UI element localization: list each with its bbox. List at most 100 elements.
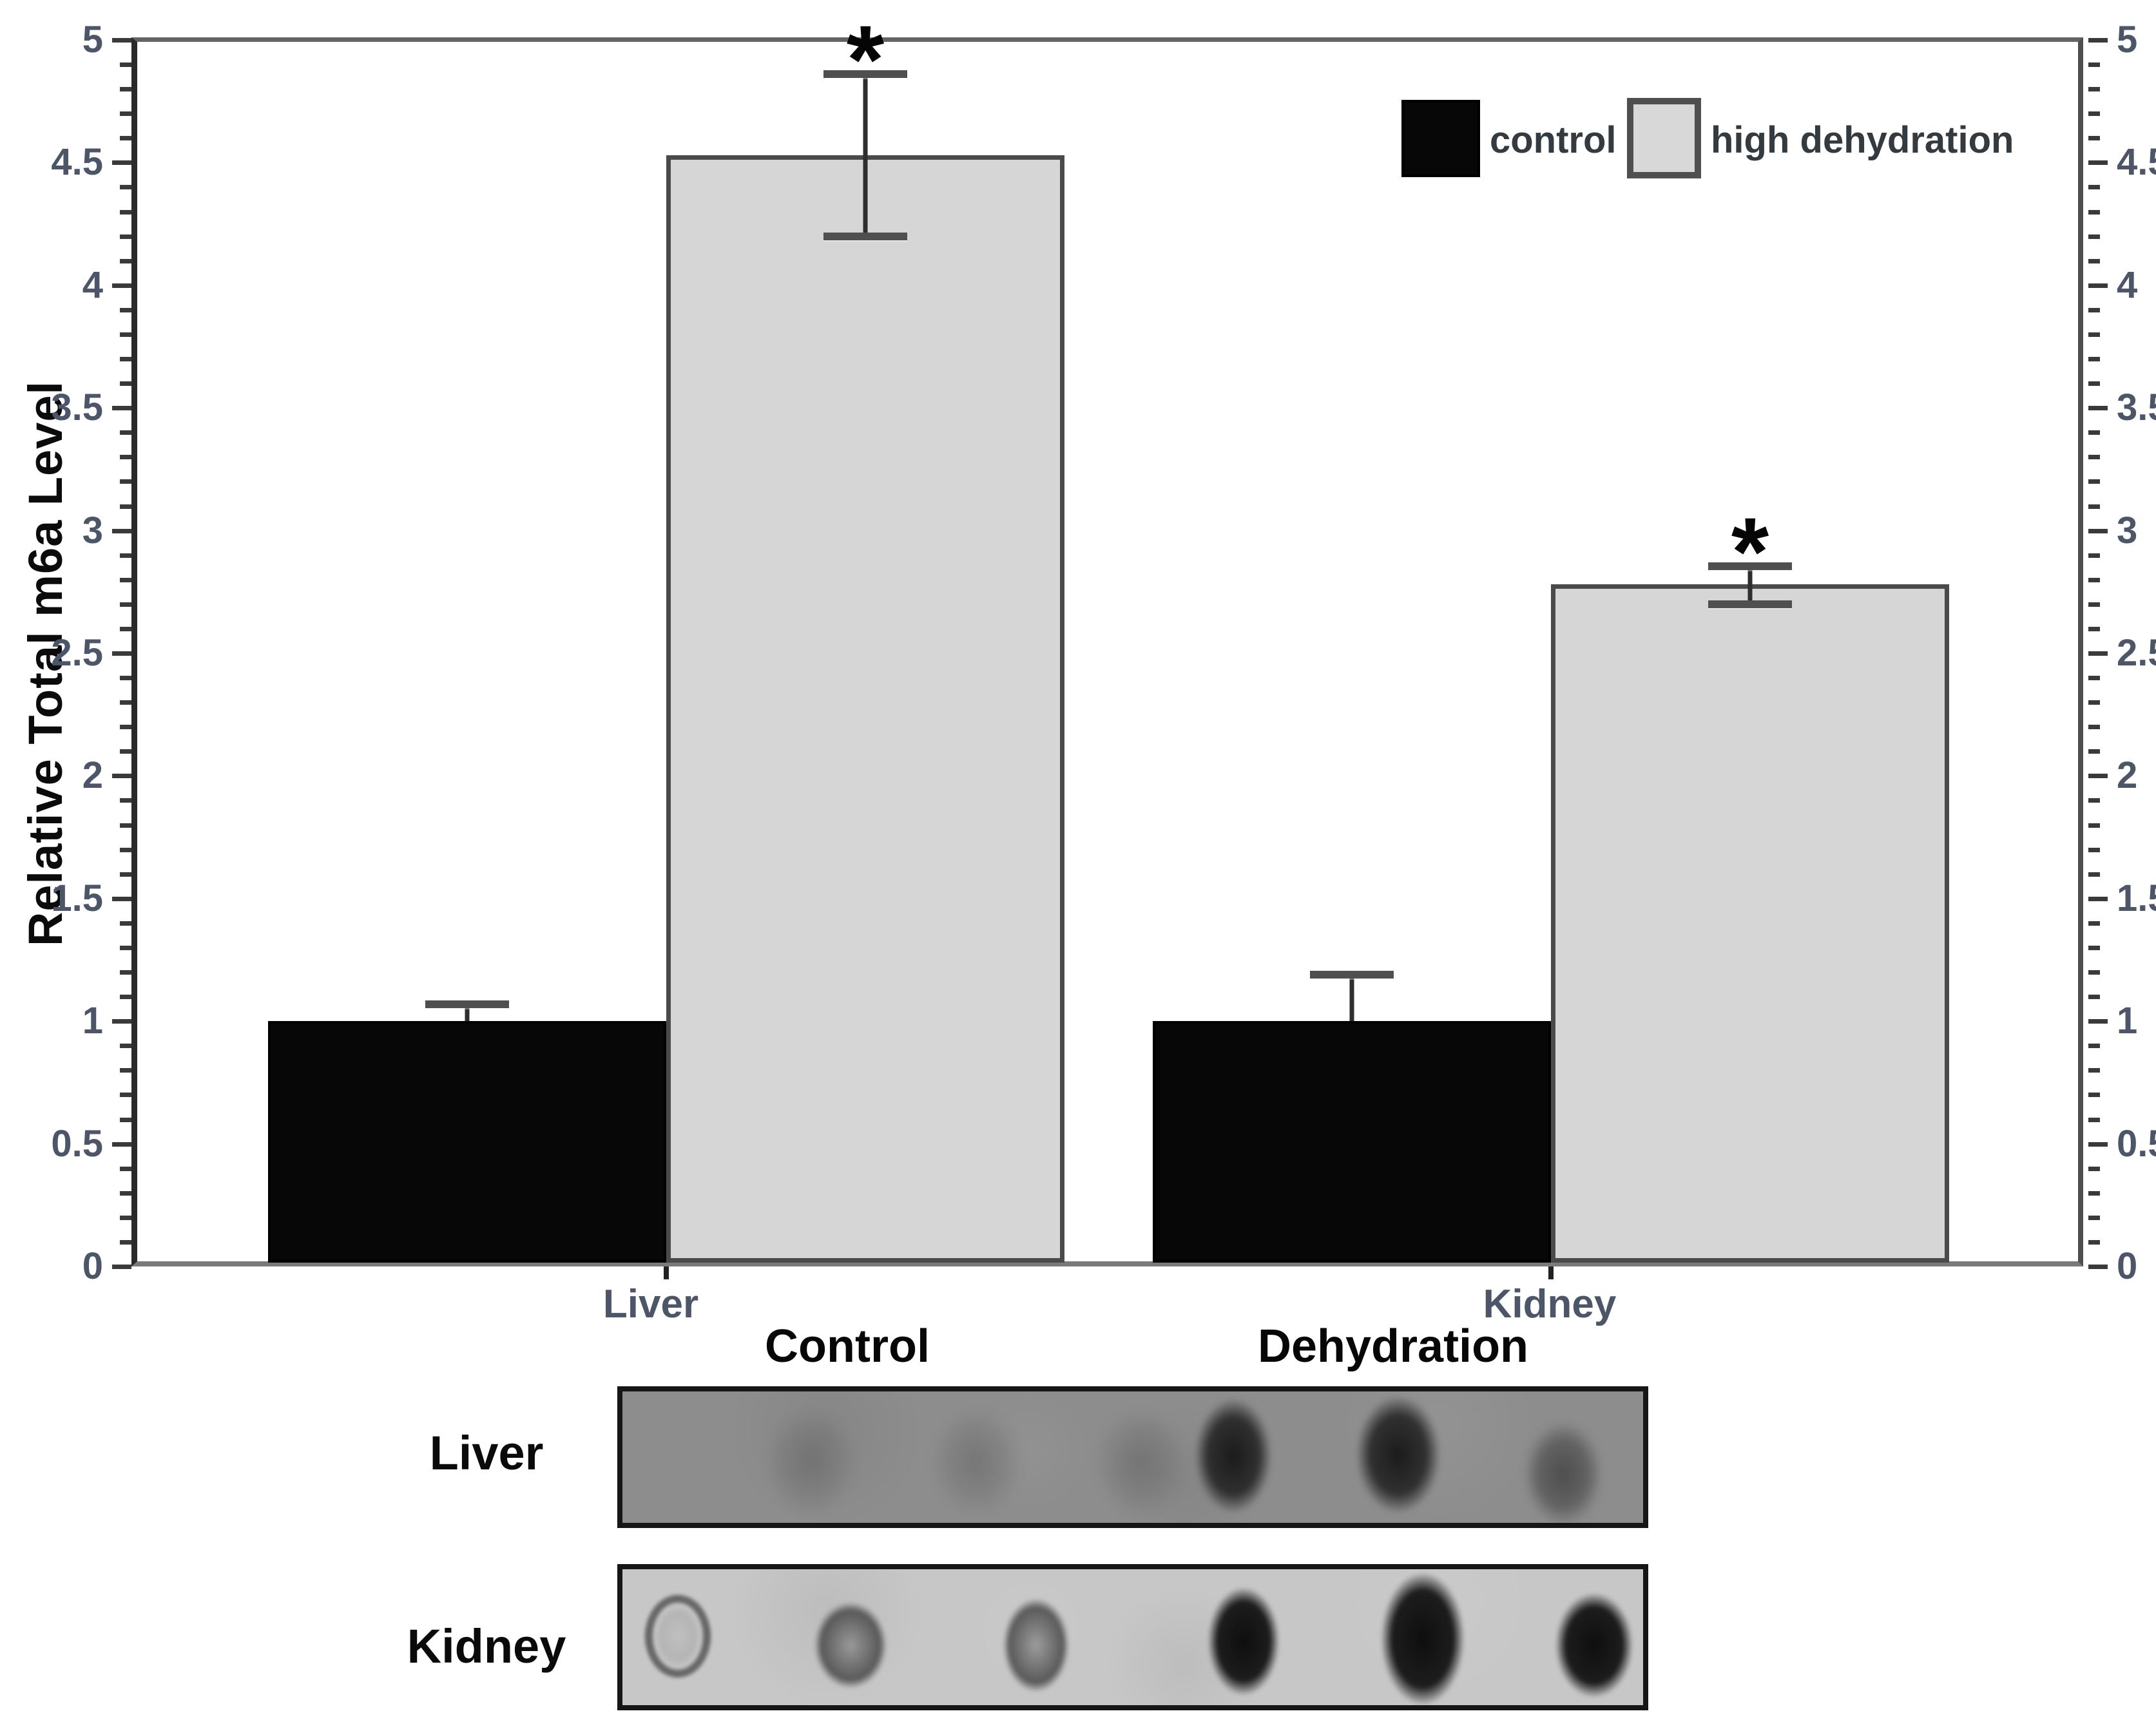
y-axis-minor-tick-right (2088, 1239, 2100, 1245)
blot-dot-liver-faint (762, 1406, 859, 1519)
y-axis-minor-tick-right (2088, 87, 2100, 92)
blot-dot-liver-dark (1353, 1391, 1443, 1518)
bar-kidney-high-dehydration (1551, 584, 1949, 1263)
y-axis-minor-tick-left (120, 357, 131, 362)
y-axis-tick-label-right: 1 (2117, 1000, 2138, 1042)
y-axis-minor-tick-right (2088, 1215, 2100, 1220)
y-axis-major-tick-left (112, 283, 131, 288)
y-axis-minor-tick-right (2088, 479, 2100, 484)
y-axis-minor-tick-right (2088, 357, 2100, 362)
y-axis-minor-tick-left (120, 87, 131, 92)
y-axis-minor-tick-left (120, 430, 131, 435)
y-axis-minor-tick-left (120, 455, 131, 460)
blot-row-label-liver: Liver (429, 1426, 544, 1480)
y-axis-minor-tick-right (2088, 1190, 2100, 1196)
y-axis-tick-label-right: 1.5 (2117, 877, 2156, 919)
y-axis-major-tick-right (2088, 160, 2108, 166)
y-axis-tick-label-left: 3.5 (51, 387, 103, 429)
y-axis-minor-tick-left (120, 700, 131, 705)
y-axis-major-tick-right (2088, 283, 2108, 288)
y-axis-minor-tick-right (2088, 62, 2100, 68)
y-axis-major-tick-right (2088, 651, 2108, 656)
y-axis-minor-tick-left (120, 1166, 131, 1171)
y-axis-tick-label-right: 2.5 (2117, 632, 2156, 674)
y-axis-minor-tick-right (2088, 455, 2100, 460)
y-axis-tick-label-left: 3 (82, 509, 103, 551)
y-axis-minor-tick-right (2088, 1117, 2100, 1122)
y-axis-minor-tick-left (120, 479, 131, 484)
y-axis-minor-tick-left (120, 945, 131, 950)
y-axis-minor-tick-left (120, 258, 131, 263)
error-bar-top-cap (823, 70, 907, 79)
y-axis-major-tick-right (2088, 38, 2108, 43)
y-axis-minor-tick-right (2088, 307, 2100, 312)
y-axis-minor-tick-left (120, 209, 131, 215)
y-axis-minor-tick-left (120, 1093, 131, 1098)
blot-dot-liver-faint (929, 1406, 1025, 1519)
legend-swatch-high-dehydration (1627, 98, 1701, 178)
y-axis-minor-tick-right (2088, 676, 2100, 681)
significance-asterisk: * (846, 5, 885, 114)
y-axis-minor-tick-left (120, 602, 131, 607)
significance-asterisk: * (1731, 497, 1769, 606)
y-axis-minor-tick-right (2088, 823, 2100, 828)
y-axis-minor-tick-left (120, 1044, 131, 1049)
y-axis-major-tick-right (2088, 1265, 2108, 1269)
y-axis-minor-tick-left (120, 872, 131, 877)
dot-blot-kidney-membrane (622, 1569, 1643, 1705)
blot-dot-liver-dark (1192, 1395, 1275, 1517)
blot-dot-kidney-medium (813, 1600, 889, 1690)
y-axis-minor-tick-left (120, 1117, 131, 1122)
error-bar-kidney-high-dehydration (1747, 566, 1753, 604)
error-bar-top-cap (1310, 970, 1394, 979)
y-axis-minor-tick-left (120, 847, 131, 852)
y-axis-major-tick-left (112, 1142, 131, 1147)
y-axis-major-tick-left (112, 406, 131, 411)
y-axis-minor-tick-right (2088, 970, 2100, 975)
y-axis-minor-tick-left (120, 970, 131, 975)
y-axis-tick-label-left: 4 (82, 263, 103, 306)
y-axis-minor-tick-left (120, 921, 131, 926)
y-axis-major-tick-right (2088, 406, 2108, 411)
y-axis-minor-tick-right (2088, 1166, 2100, 1171)
error-bar-liver-high-dehydration (863, 74, 868, 236)
y-axis-tick-label-right: 0.5 (2117, 1122, 2156, 1165)
blot-dot-kidney-ring (645, 1595, 711, 1677)
y-axis-minor-tick-right (2088, 136, 2100, 141)
y-axis-minor-tick-right (2088, 1093, 2100, 1098)
y-axis-minor-tick-left (120, 798, 131, 803)
y-axis-minor-tick-right (2088, 921, 2100, 926)
y-axis-tick-label-right: 2 (2117, 754, 2138, 797)
y-axis-minor-tick-right (2088, 1044, 2100, 1049)
y-axis-tick-label-right: 3 (2117, 509, 2138, 551)
y-axis-minor-tick-right (2088, 553, 2100, 558)
bar-chart-plot-area (131, 37, 2083, 1266)
y-axis-minor-tick-right (2088, 749, 2100, 754)
y-axis-major-tick-left (112, 1019, 131, 1024)
y-axis-tick-label-left: 2 (82, 754, 103, 797)
x-axis-category-label-kidney: Kidney (1483, 1282, 1617, 1326)
y-axis-minor-tick-right (2088, 381, 2100, 387)
y-axis-tick-label-right: 3.5 (2117, 387, 2156, 429)
y-axis-minor-tick-right (2088, 430, 2100, 435)
y-axis-tick-label-right: 4 (2117, 263, 2138, 306)
y-axis-minor-tick-left (120, 136, 131, 141)
y-axis-tick-label-left: 2.5 (51, 632, 103, 674)
y-axis-minor-tick-right (2088, 798, 2100, 803)
error-bar-top-cap (425, 1000, 509, 1008)
y-axis-minor-tick-right (2088, 602, 2100, 607)
y-axis-minor-tick-right (2088, 626, 2100, 631)
legend-swatch-control (1401, 100, 1480, 177)
y-axis-major-tick-left (112, 1265, 131, 1269)
y-axis-minor-tick-right (2088, 209, 2100, 215)
bar-liver-control (268, 1021, 666, 1263)
dot-blot-liver-strip (617, 1386, 1648, 1528)
y-axis-tick-label-right: 4.5 (2117, 141, 2156, 184)
y-axis-minor-tick-left (120, 307, 131, 312)
y-axis-minor-tick-right (2088, 995, 2100, 1000)
x-axis-category-label-liver: Liver (602, 1282, 699, 1326)
y-axis-minor-tick-right (2088, 111, 2100, 117)
y-axis-major-tick-left (112, 651, 131, 656)
blot-dot-kidney-black (1206, 1584, 1282, 1699)
y-axis-major-tick-left (112, 160, 131, 166)
